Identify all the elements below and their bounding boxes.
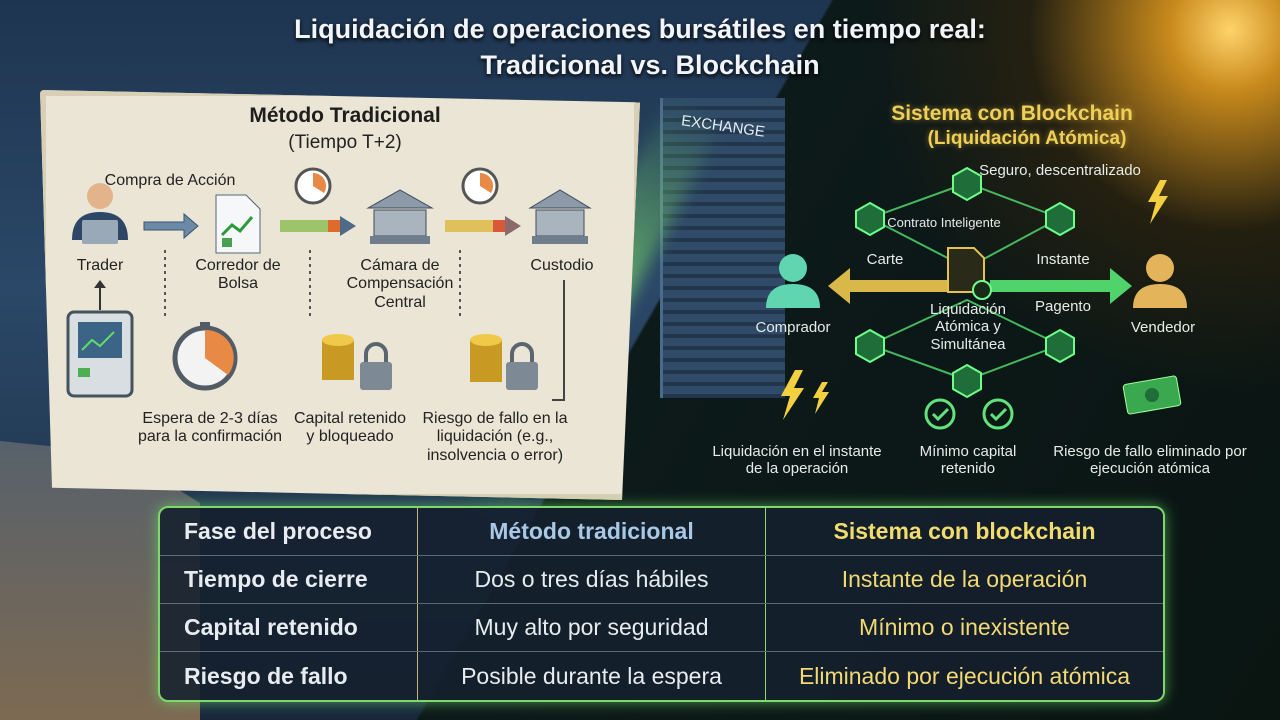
step-label-custodio: Custodio xyxy=(530,257,594,274)
clock-icon xyxy=(461,167,499,205)
blockchain-heading: Sistema con Blockchain xyxy=(891,102,1133,125)
table-cell: Posible durante la espera xyxy=(417,652,765,700)
table-cell: Tiempo de cierre xyxy=(184,566,368,592)
coins-lock-icon xyxy=(470,334,538,390)
right-arrow-top-label: Instante xyxy=(1036,251,1090,268)
benefit-capital: Mínimo capital retenido xyxy=(919,443,1017,478)
table-header: Fase del proceso xyxy=(184,518,372,544)
progress-arrow-icon xyxy=(445,216,521,236)
tablet-chart-icon xyxy=(66,310,134,398)
lightning-icon xyxy=(1148,180,1168,224)
coins-lock-icon xyxy=(322,334,392,390)
buyer-label: Comprador xyxy=(755,319,831,336)
step-label-trader: Trader xyxy=(76,257,124,274)
trader-icon xyxy=(72,183,128,244)
comparison-table: Fase del proceso Método tradicional Sist… xyxy=(158,506,1165,702)
table-cell: Capital retenido xyxy=(184,614,358,640)
table-cell: Dos o tres días hábiles xyxy=(417,556,765,603)
step-label-corredor: Corredor de Bolsa xyxy=(195,257,281,293)
traditional-subheading: (Tiempo T+2) xyxy=(288,132,402,153)
title-line2: Tradicional vs. Blockchain xyxy=(480,50,820,80)
seller-icon xyxy=(1133,254,1187,308)
table-cell: Mínimo o inexistente xyxy=(765,604,1163,651)
table-header: Método tradicional xyxy=(417,508,765,555)
traditional-panel xyxy=(40,90,640,500)
document-chart-icon xyxy=(215,194,261,254)
table-cell: Muy alto por seguridad xyxy=(417,604,765,651)
lightning-icon xyxy=(813,382,829,414)
asset-arrow-icon xyxy=(828,268,950,304)
table-cell: Instante de la operación xyxy=(765,556,1163,603)
arrow-label-compra: Compra de Acción xyxy=(104,172,236,189)
table-header-row: Fase del proceso Método tradicional Sist… xyxy=(160,508,1163,556)
arrow-icon xyxy=(143,212,199,240)
center-label: Liquidación Atómica y Simultánea xyxy=(930,301,1006,353)
traditional-heading: Método Tradicional xyxy=(249,104,441,127)
progress-arrow-icon xyxy=(280,216,356,236)
payment-arrow-icon xyxy=(990,268,1132,304)
table-cell: Eliminado por ejecución atómica xyxy=(765,652,1163,700)
stopwatch-icon xyxy=(172,322,238,391)
lightning-icon xyxy=(781,370,804,420)
table-row: Tiempo de cierre Dos o tres días hábiles… xyxy=(160,556,1163,604)
table-row: Riesgo de fallo Posible durante la esper… xyxy=(160,652,1163,700)
step-label-camara: Cámara de Compensación Central xyxy=(346,257,454,311)
clock-icon xyxy=(294,167,332,205)
issue-capital: Capital retenido y bloqueado xyxy=(293,410,407,446)
network-label: Seguro, descentralizado xyxy=(979,162,1141,179)
benefit-risk: Riesgo de fallo eliminado por ejecución … xyxy=(1053,443,1247,478)
table-header: Sistema con blockchain xyxy=(765,508,1163,555)
money-icon xyxy=(1122,375,1182,415)
issue-riesgo: Riesgo de fallo en la liquidación (e.g.,… xyxy=(422,410,568,464)
contract-label: Contrato Inteligente xyxy=(887,215,1001,230)
seller-label: Vendedor xyxy=(1130,319,1196,336)
bank-icon xyxy=(366,189,434,244)
table-row: Capital retenido Muy alto por seguridad … xyxy=(160,604,1163,652)
table-cell: Riesgo de fallo xyxy=(184,662,348,689)
right-arrow-bottom-label: Pagento xyxy=(1035,298,1091,315)
benefit-instant: Liquidación en el instante de la operaci… xyxy=(712,443,882,478)
traditional-flow-graphics xyxy=(66,167,592,401)
left-arrow-label: Carte xyxy=(866,251,904,268)
bank-icon xyxy=(528,189,592,244)
check-circle-icon xyxy=(924,398,1014,430)
smart-contract-icon xyxy=(947,247,992,300)
blockchain-subheading: (Liquidación Atómica) xyxy=(927,128,1127,149)
title-line1: Liquidación de operaciones bursátiles en… xyxy=(294,14,986,44)
buyer-icon xyxy=(766,254,820,308)
blockchain-node-icons xyxy=(855,166,1075,399)
blockchain-graphics xyxy=(766,166,1187,430)
issue-espera: Espera de 2-3 días para la confirmación xyxy=(137,410,283,446)
